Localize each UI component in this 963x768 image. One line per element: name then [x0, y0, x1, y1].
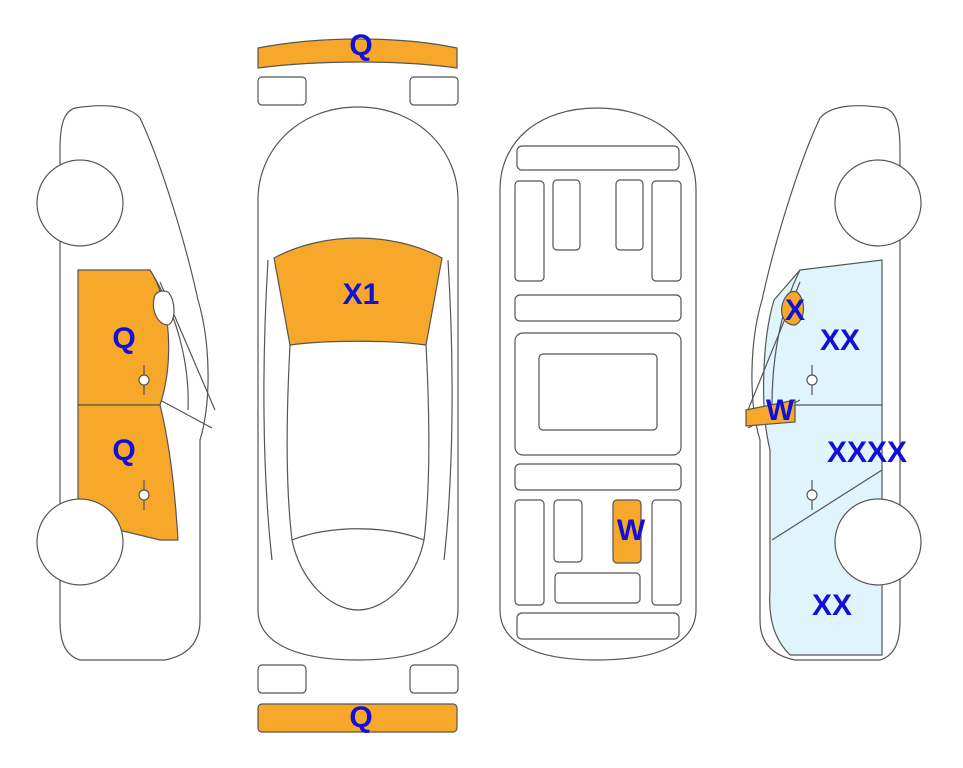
front-left-lamp — [257, 76, 307, 106]
windshield-label: X1 — [343, 278, 380, 311]
right-side-view: X XX W XXXX XX — [745, 105, 922, 661]
left-side-view: Q Q — [36, 105, 216, 661]
windshield[interactable] — [273, 237, 443, 346]
right-front-wheel — [834, 159, 922, 247]
left-rear-door-label: Q — [112, 434, 135, 467]
rear-bumper-label: Q — [349, 701, 372, 734]
right-rear-wheel — [834, 498, 922, 586]
rear-bumper[interactable] — [257, 703, 458, 733]
interior-item-label: W — [617, 514, 646, 547]
front-right-lamp — [409, 76, 459, 106]
left-front-wheel — [36, 159, 124, 247]
underbody-view: W — [499, 107, 697, 661]
right-rear-quarter-label: XX — [812, 589, 852, 622]
interior-item[interactable] — [612, 499, 642, 564]
left-rear-wheel — [36, 498, 124, 586]
left-rear-door-handle — [138, 480, 150, 510]
right-front-door-handle — [806, 365, 818, 395]
front-bumper[interactable] — [257, 38, 458, 69]
rear-left-lamp — [257, 664, 307, 694]
left-side-mirror — [152, 290, 175, 326]
right-rear-door-label: XXXX — [827, 436, 907, 469]
rear-right-lamp — [409, 664, 459, 694]
front-bumper-label: Q — [349, 29, 372, 62]
right-lower-small-panel[interactable] — [745, 399, 796, 427]
left-front-door-label: Q — [112, 322, 135, 355]
right-lower-small-panel-label: W — [766, 394, 795, 427]
left-front-door-handle — [138, 365, 150, 395]
right-rear-door-handle — [806, 480, 818, 510]
right-side-mirror[interactable] — [781, 290, 805, 326]
right-mirror-label: X — [785, 294, 805, 327]
top-view: Q X1 Q — [257, 29, 459, 734]
right-front-door-label: XX — [820, 324, 860, 357]
